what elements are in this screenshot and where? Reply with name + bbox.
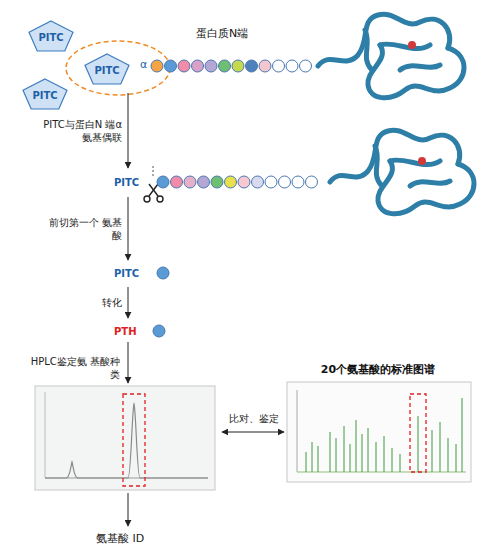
highlight-ellipse bbox=[66, 41, 170, 95]
reagent-pentagon: PITC bbox=[28, 20, 74, 52]
step-label: 前切第一个 氨基酸 bbox=[42, 216, 122, 242]
annotation-label: HPLC鉴定氨 基酸种类 bbox=[30, 355, 120, 381]
amino-acid-chain bbox=[156, 170, 366, 194]
amino-acid-chain bbox=[150, 54, 360, 78]
amino-acid-chain bbox=[152, 319, 362, 343]
reagent-label: PTH bbox=[114, 326, 137, 337]
flow-arrow bbox=[128, 287, 129, 318]
labeled-residue: PITC bbox=[112, 170, 327, 194]
protein-structure bbox=[318, 14, 464, 98]
reagent-pentagon: PITC bbox=[22, 78, 68, 110]
alpha-label: α bbox=[140, 58, 147, 71]
labeled-residue: PTH bbox=[112, 320, 170, 342]
cut-line bbox=[153, 166, 154, 178]
flow-arrow bbox=[128, 197, 129, 260]
annotation-label: 氨基酸 ID bbox=[96, 532, 186, 546]
reagent-label: PITC bbox=[38, 32, 63, 43]
step-label: 转化 bbox=[42, 296, 122, 309]
standard-chromatogram bbox=[287, 382, 471, 482]
protein-structure bbox=[330, 130, 474, 214]
reagent-label: PITC bbox=[114, 177, 139, 188]
flow-arrow bbox=[128, 342, 129, 383]
compare-arrow bbox=[222, 432, 284, 433]
amino-acid-chain bbox=[156, 261, 366, 285]
chain-heading: 蛋白质N端 bbox=[196, 26, 248, 41]
reagent-label: PITC bbox=[94, 65, 119, 76]
flow-arrow bbox=[128, 93, 129, 168]
labeled-residue: PITC bbox=[112, 262, 174, 284]
chart-title-text: 20个氨基酸的标准图谱 bbox=[280, 362, 476, 377]
reagent-label: PITC bbox=[114, 268, 139, 279]
flow-arrow bbox=[128, 493, 129, 526]
chart-title: 20个氨基酸的标准图谱 bbox=[280, 362, 476, 379]
step-label: PITC与蛋白N 端α氨基偶联 bbox=[42, 118, 122, 144]
hplc-chromatogram bbox=[35, 386, 215, 490]
annotation-label: 比对、鉴定 bbox=[222, 412, 286, 425]
reagent-label: PITC bbox=[32, 90, 57, 101]
protein-chain: 蛋白质N端 α bbox=[118, 26, 318, 90]
reagent-pentagon: PITC bbox=[84, 53, 130, 85]
